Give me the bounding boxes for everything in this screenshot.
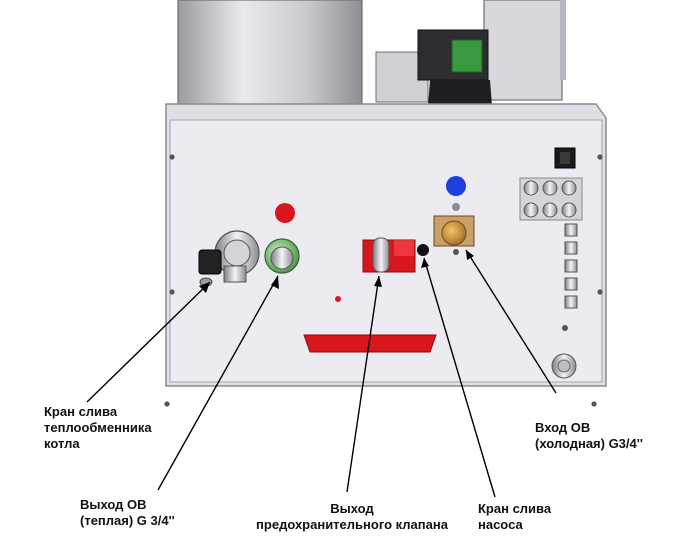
screw (597, 289, 603, 295)
pump-drain-plug (417, 244, 429, 256)
blue-indicator (446, 176, 466, 196)
leader-lines (86, 249, 557, 498)
label-cold-inlet: Вход ОВ (холодная) G3/4'' (535, 420, 643, 451)
leader-safety-valve (346, 275, 380, 493)
pump-base (428, 80, 492, 106)
water-tank (177, 0, 363, 109)
label-pump-drain: Кран слива насоса (478, 501, 552, 532)
red-indicator (275, 203, 295, 223)
leader-arrowheads (199, 250, 474, 293)
pump-connector (451, 39, 483, 73)
label-warm-outlet: Выход ОВ (теплая) G 3/4'' (80, 497, 175, 528)
leader-cold-inlet (465, 249, 557, 394)
control-box (483, 0, 563, 101)
cold-inlet-fitting (433, 215, 475, 255)
screw (169, 154, 175, 160)
screw (597, 154, 603, 160)
safety-valve-outlet (362, 237, 429, 273)
screw (169, 289, 175, 295)
label-boiler-drain: Кран слива теплообменника котла (44, 404, 152, 451)
leader-boiler-drain (86, 281, 211, 403)
power-switch (554, 147, 576, 169)
pipe (560, 0, 566, 80)
screw (164, 401, 170, 407)
internal-components (177, 0, 566, 109)
small-red-indicator (335, 296, 341, 302)
screw (452, 203, 460, 211)
leader-warm-outlet (157, 275, 279, 491)
warm-outlet-fitting (264, 238, 300, 274)
cable-glands (519, 177, 583, 379)
label-safety-valve: Выход предохранительного клапана (256, 501, 448, 532)
screw (591, 401, 597, 407)
leader-pump-drain (423, 257, 496, 498)
drip-tray (303, 334, 437, 353)
boiler-drain-valve (198, 230, 260, 287)
